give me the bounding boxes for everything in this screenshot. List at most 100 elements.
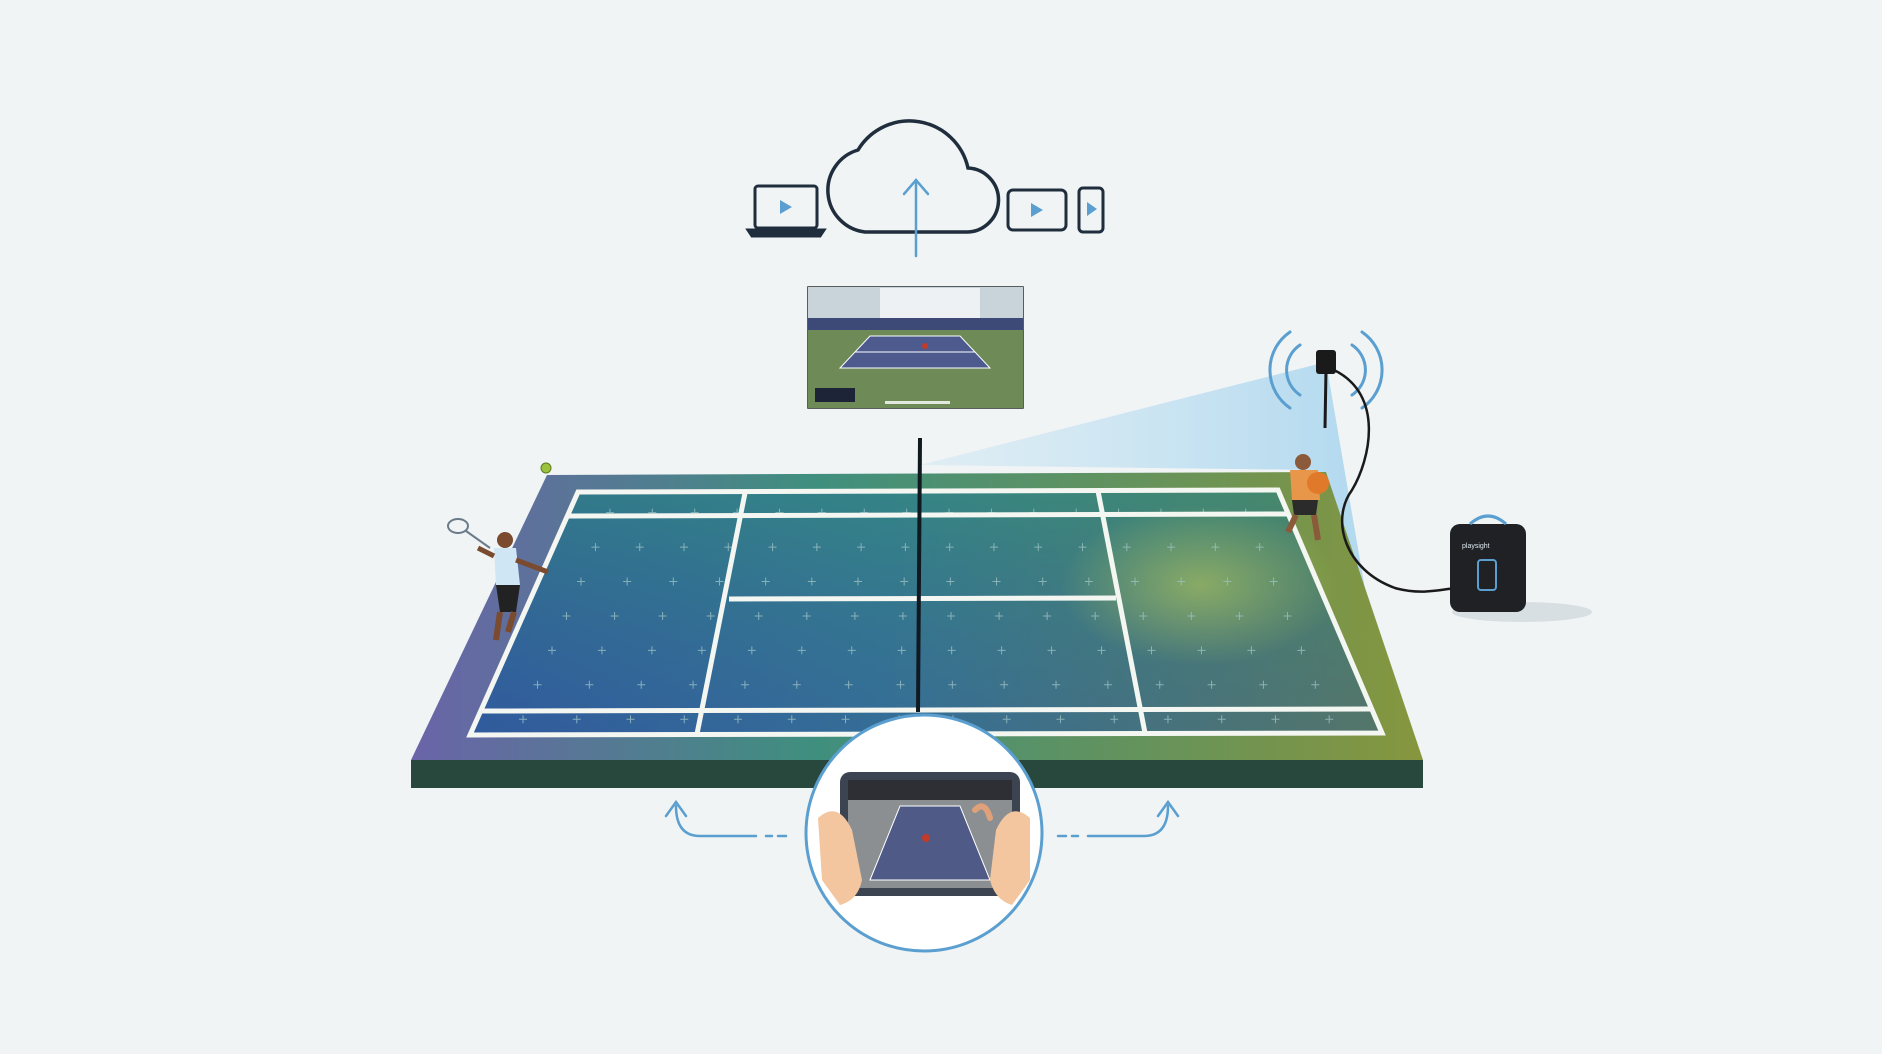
grid-mark: [1311, 680, 1320, 689]
grid-mark: [562, 611, 571, 620]
grid-mark: [623, 577, 632, 586]
tablet-play-icon: [1006, 188, 1068, 232]
grid-mark: [797, 646, 806, 655]
grid-mark: [761, 577, 770, 586]
grid-mark: [647, 646, 656, 655]
grid-mark: [1269, 577, 1278, 586]
tablet-in-hands-icon[interactable]: [804, 713, 1044, 953]
grid-mark: [1283, 611, 1292, 620]
grid-mark: [610, 611, 619, 620]
grid-mark: [1103, 680, 1112, 689]
grid-mark: [992, 577, 1001, 586]
grid-mark: [1052, 680, 1061, 689]
match-video-thumbnail[interactable]: [807, 286, 1024, 409]
grid-mark: [1223, 577, 1232, 586]
grid-mark: [680, 543, 689, 552]
grid-mark: [1297, 646, 1306, 655]
grid-mark: [1163, 715, 1172, 724]
grid-mark: [901, 543, 910, 552]
grid-mark: [740, 680, 749, 689]
grid-mark: [1147, 646, 1156, 655]
grid-mark: [1167, 543, 1176, 552]
grid-mark: [898, 611, 907, 620]
grid-mark: [1122, 543, 1131, 552]
grid-mark: [995, 611, 1004, 620]
grid-mark: [519, 715, 528, 724]
grid-mark: [1187, 611, 1196, 620]
grid-mark: [626, 715, 635, 724]
grid-mark: [850, 611, 859, 620]
grid-mark: [754, 611, 763, 620]
grid-mark: [706, 611, 715, 620]
grid-mark: [1038, 577, 1047, 586]
grid-mark: [787, 715, 796, 724]
tennis-ball: [540, 462, 552, 474]
grid-mark: [1091, 611, 1100, 620]
grid-mark: [900, 577, 909, 586]
grid-mark: [854, 577, 862, 586]
grid-mark: [947, 646, 956, 655]
cloud-upload-icon: [826, 119, 1001, 258]
grid-mark: [896, 680, 905, 689]
grid-mark: [1207, 680, 1216, 689]
grid-mark: [792, 680, 801, 689]
bag-brand-logo: playsight: [1462, 543, 1490, 550]
grid-mark: [1247, 646, 1256, 655]
grid-mark: [635, 543, 644, 552]
grid-mark: [997, 646, 1006, 655]
grid-mark: [1139, 611, 1148, 620]
grid-mark: [945, 543, 954, 552]
grid-mark: [576, 577, 585, 586]
grid-mark: [734, 715, 743, 724]
grid-mark: [1197, 646, 1206, 655]
laptop-play-icon: [745, 184, 827, 238]
grid-mark: [715, 577, 724, 586]
grid-mark: [857, 543, 866, 552]
grid-mark: [1211, 543, 1220, 552]
player-right: [1285, 454, 1329, 541]
camera-view-beam: [920, 362, 1378, 665]
grid-mark: [812, 543, 821, 552]
grid-mark: [689, 680, 698, 689]
court-grid-marks: [519, 508, 1334, 724]
grid-mark: [1155, 680, 1164, 689]
grid-mark: [1084, 577, 1093, 586]
grid-mark: [724, 543, 733, 552]
grid-mark: [591, 543, 600, 552]
grid-mark: [807, 577, 816, 586]
grid-mark: [768, 543, 777, 552]
court-lines: [466, 487, 1386, 738]
camera-bag-icon: playsight: [1450, 514, 1592, 622]
grid-mark: [1000, 680, 1009, 689]
grid-mark: [658, 611, 667, 620]
grid-mark: [947, 611, 956, 620]
grid-mark: [1255, 543, 1264, 552]
wireless-camera-icon: [1268, 330, 1456, 593]
grid-mark: [585, 680, 594, 689]
grid-mark: [1110, 715, 1119, 724]
grid-mark: [572, 715, 581, 724]
grid-mark: [669, 577, 678, 586]
grid-mark: [597, 646, 606, 655]
grid-mark: [1235, 611, 1244, 620]
grid-mark: [841, 715, 850, 724]
phone-play-icon: [1077, 186, 1105, 234]
grid-mark: [1002, 715, 1011, 724]
grid-mark: [802, 611, 811, 620]
grid-mark: [897, 646, 906, 655]
grid-mark: [1325, 715, 1334, 724]
grid-mark: [1177, 577, 1186, 586]
grid-mark: [1047, 646, 1056, 655]
share-arrows: [664, 799, 1180, 838]
grid-mark: [1043, 611, 1052, 620]
grid-mark: [747, 646, 756, 655]
grid-mark: [548, 646, 557, 655]
grid-mark: [1097, 646, 1106, 655]
grid-mark: [946, 577, 955, 586]
grid-mark: [1078, 543, 1087, 552]
grid-mark: [1217, 715, 1226, 724]
grid-mark: [989, 543, 998, 552]
grid-mark: [680, 715, 689, 724]
grid-mark: [1056, 715, 1065, 724]
